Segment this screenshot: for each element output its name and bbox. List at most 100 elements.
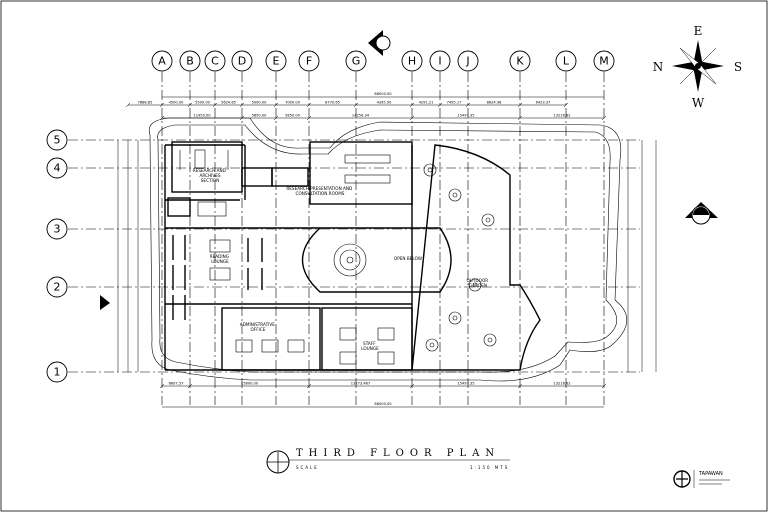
site-boundary — [148, 117, 628, 382]
dim-top-row-tick — [306, 102, 312, 108]
spiral-stair — [333, 243, 367, 277]
grid-bubble-M — [593, 50, 615, 72]
admin-desks — [235, 339, 305, 353]
grid-label: 2 — [54, 281, 61, 294]
grid-label: L — [563, 55, 570, 68]
stair-core — [167, 197, 191, 217]
compass-north-label: N — [653, 60, 664, 74]
grid-label: H — [408, 55, 416, 68]
dim-top-row-tick — [125, 102, 131, 108]
grid-label: F — [306, 55, 312, 68]
grid-bubble-K — [509, 50, 531, 72]
dim-top-row-value: 7888.85 — [138, 101, 153, 105]
dim-top-row-value: 7495.17 — [447, 101, 462, 105]
grid-bubble-B — [179, 50, 201, 72]
room-presentation-label: RESEARCH PRESENTATION AND CONSULTATION R… — [286, 186, 353, 196]
room-admin-label: ADMINISTRATIVE OFFICE — [240, 322, 276, 332]
dim-second-row-tick — [273, 115, 279, 121]
dim-top-row-tick — [517, 102, 523, 108]
staff-lounge — [321, 307, 413, 371]
grid-label: J — [465, 55, 469, 68]
grid-bubble-4 — [46, 157, 68, 179]
compass-rose — [672, 40, 724, 92]
dim-top-row-tick — [187, 102, 193, 108]
dim-top-row-tick — [353, 102, 359, 108]
grid-label: B — [186, 55, 194, 68]
grid-bubble-D — [231, 50, 253, 72]
dim-bottom-row-value: 15497.35 — [457, 382, 474, 386]
section-marker-west — [100, 295, 110, 310]
spiral-stair-core — [339, 249, 361, 271]
scale-label: SCALE — [296, 465, 319, 470]
dim-second-row-tick — [409, 115, 415, 121]
grid-label: M — [599, 55, 609, 68]
dim-top-row-tick — [409, 102, 415, 108]
dim-top-row-tick — [159, 102, 165, 108]
grid-bubble-G — [345, 50, 367, 72]
dim-bottom-row-tick — [517, 383, 523, 389]
dim-top-row-tick — [563, 102, 569, 108]
dim-overall-bottom: 86000.00 — [374, 402, 392, 406]
grid-label: 1 — [54, 366, 61, 379]
admin-office — [221, 307, 321, 371]
dim-overall-top: 86000.00 — [374, 92, 392, 96]
grid-label: D — [238, 55, 246, 68]
section-marker-east — [685, 202, 718, 225]
grid-label: 5 — [54, 134, 61, 147]
room-reading-label: READING LOUNGE — [210, 254, 231, 264]
grid-bubble-E — [265, 50, 287, 72]
dim-top-row-tick — [212, 102, 218, 108]
dim-top-row-value: 7000.00 — [285, 101, 301, 105]
restroom-block — [241, 167, 273, 187]
grid-label: 3 — [54, 223, 61, 236]
grid-label: 4 — [54, 162, 61, 175]
dim-top-row-value: 4291.21 — [419, 101, 434, 105]
dim-top-row-value: 6423.37 — [536, 101, 551, 105]
conference-table — [344, 174, 391, 184]
dim-bottom-row-tick — [306, 383, 312, 389]
dim-top-row-value: 5500.00 — [195, 101, 211, 105]
dim-second-row-value: 5850.00 — [285, 114, 301, 118]
room-staff-label: STAFF LOUNGE — [361, 341, 379, 351]
grid-bubble-I — [429, 50, 451, 72]
dim-top-row-value: 5624.85 — [221, 101, 236, 105]
dim-second-row-tick — [306, 115, 312, 121]
dim-top-row-value: 8770.65 — [325, 101, 340, 105]
lift-core — [197, 201, 227, 217]
grid-label: E — [273, 55, 280, 68]
dim-second-row-value: 5850.00 — [252, 114, 268, 118]
dim-top-row-value: 8624.98 — [487, 101, 503, 105]
grid-label: C — [211, 55, 219, 68]
dim-second-row-value: 14256.34 — [352, 114, 370, 118]
room-open-below-label: OPEN BELOW — [394, 256, 422, 261]
firm-logo-icon — [673, 470, 695, 488]
grid-bubble-J — [457, 50, 479, 72]
dim-second-row-tick — [601, 115, 607, 121]
outdoor-garden-edge — [411, 144, 541, 371]
dim-top-row-value: 4500.00 — [169, 101, 185, 105]
garden-trees — [423, 163, 497, 352]
title-block — [266, 450, 510, 474]
grid-bubble-2 — [46, 276, 68, 298]
drawing-title: THIRD FLOOR PLAN — [296, 448, 500, 459]
grid-label: A — [158, 55, 166, 68]
grid-bubble-F — [298, 50, 320, 72]
spiral-stair-post — [346, 256, 354, 264]
dim-bottom-row-value: 13216.62 — [553, 382, 570, 386]
dim-second-row-value: 13216.62 — [553, 114, 570, 118]
room-garden-label: OUTDOOR GARDEN — [467, 278, 490, 288]
grid-bubble-3 — [46, 218, 68, 240]
research-table — [194, 149, 206, 169]
reading-lounge-furniture — [172, 235, 263, 320]
compass-west-label: W — [692, 96, 705, 110]
staff-tables — [339, 327, 395, 365]
grid-bubble-C — [204, 50, 226, 72]
dim-top-row-value: 4395.00 — [377, 101, 393, 105]
conference-table — [344, 154, 391, 164]
inner-boundary — [157, 124, 618, 373]
dim-bottom-row-value: 13273.467 — [351, 382, 370, 386]
